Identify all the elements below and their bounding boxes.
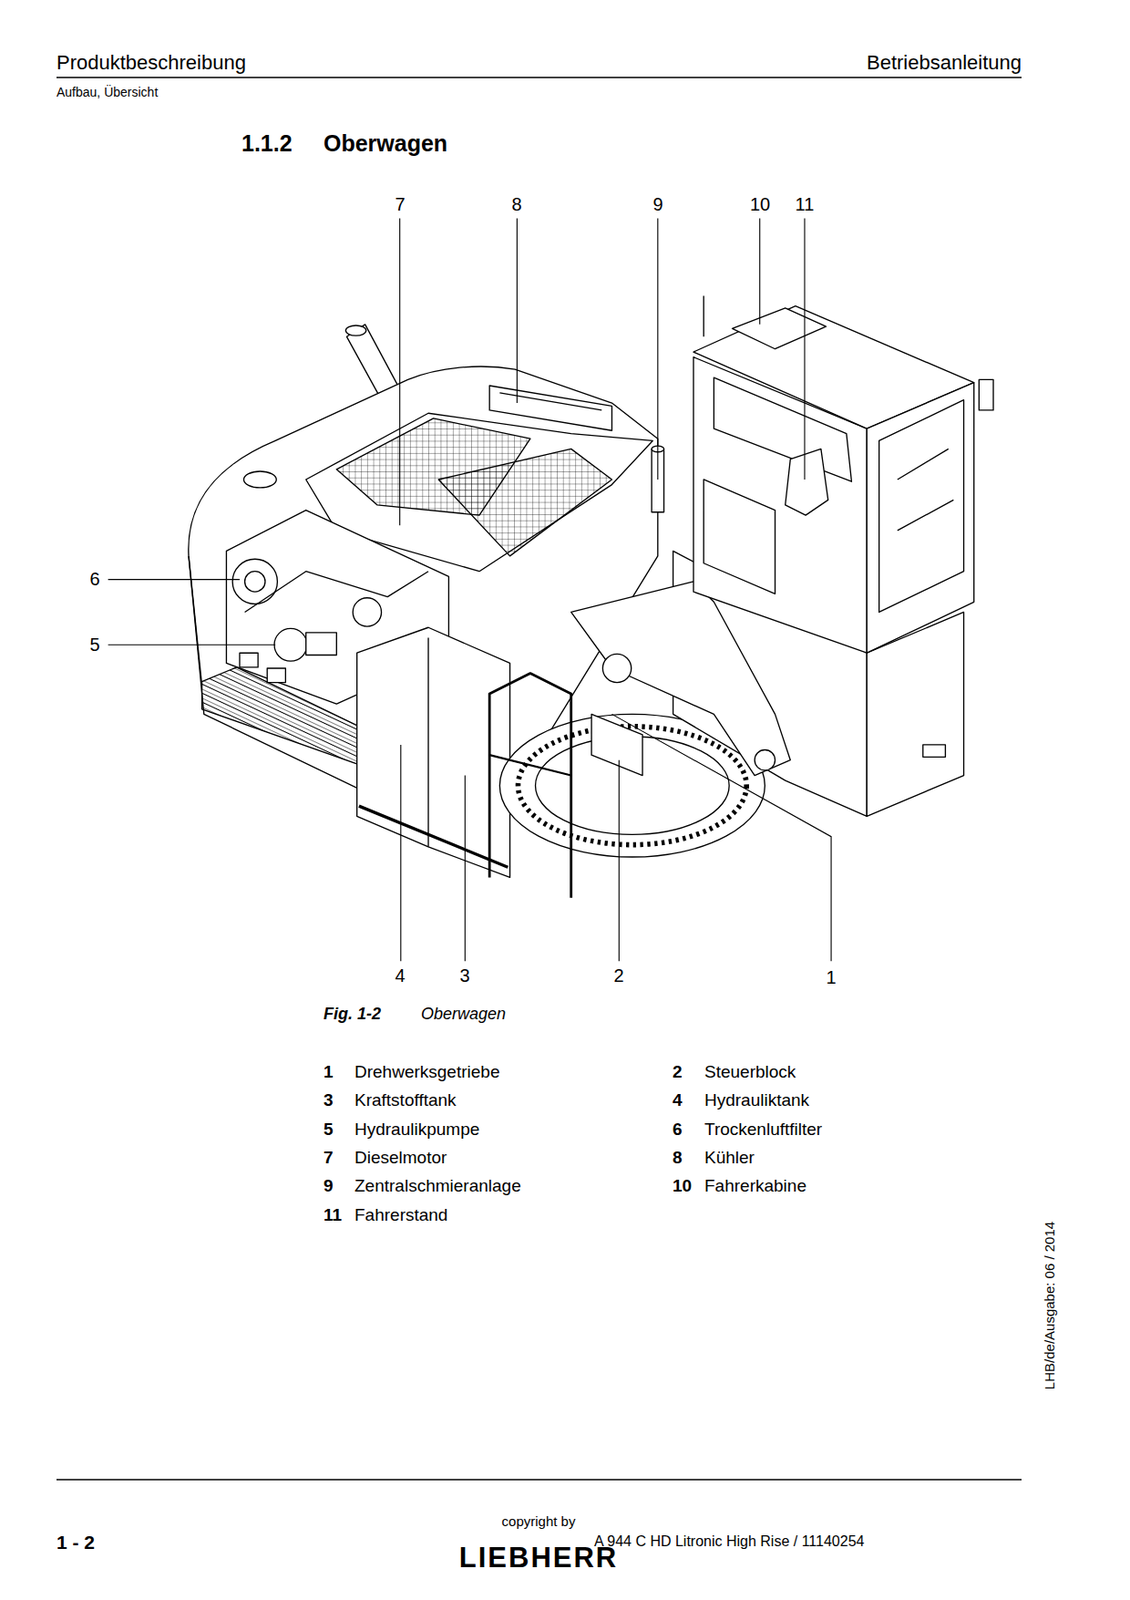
- part-name: Zentralschmieranlage: [354, 1175, 522, 1197]
- header-text: Produktbeschreibung: [56, 51, 247, 75]
- callout-number: 9: [652, 193, 663, 216]
- part-number: 6: [672, 1119, 683, 1141]
- callout-number: 4: [394, 964, 405, 987]
- leader-lines: [108, 217, 832, 961]
- section-title: Oberwagen: [323, 129, 448, 157]
- copyright-note: copyright by: [502, 1512, 576, 1530]
- footer-rule: [56, 1478, 1022, 1480]
- part-name: Kraftstofftank: [354, 1089, 457, 1111]
- part-name: Hydraulikpumpe: [354, 1119, 480, 1141]
- callout-number: 11: [795, 193, 815, 216]
- callout-number: 8: [511, 193, 522, 216]
- document-id: A 944 C HD Litronic High Rise / 11140254: [594, 1531, 864, 1550]
- part-number: 9: [323, 1175, 334, 1197]
- callout-number: 10: [749, 193, 771, 216]
- part-name: Fahrerkabine: [704, 1175, 807, 1197]
- part-number: 3: [323, 1089, 334, 1111]
- subheader-text: Aufbau, Übersicht: [56, 84, 158, 101]
- part-name: Drehwerksgetriebe: [354, 1061, 500, 1083]
- part-number: 10: [672, 1175, 692, 1197]
- callout-number: 2: [613, 964, 624, 987]
- figure-caption: Oberwagen: [421, 1004, 506, 1025]
- section-number: 1.1.2: [241, 129, 293, 157]
- part-number: 7: [323, 1147, 334, 1169]
- part-name: Hydrauliktank: [704, 1089, 810, 1111]
- figure-number: Fig. 1-2: [323, 1004, 381, 1025]
- callout-number: 7: [394, 193, 405, 216]
- part-name: Kühler: [704, 1147, 755, 1169]
- part-name: Fahrerstand: [354, 1204, 448, 1226]
- header-text: Betriebsanleitung: [866, 51, 1022, 75]
- part-number: 11: [323, 1204, 342, 1226]
- upperstructure-illustration: [188, 296, 994, 898]
- callout-number: 3: [459, 964, 470, 987]
- page-number: 1 - 2: [56, 1530, 95, 1553]
- callout-number: 1: [825, 965, 836, 988]
- part-number: 8: [672, 1147, 683, 1169]
- part-number: 4: [672, 1089, 683, 1111]
- edition-note: LHB/de/Ausgabe: 06 / 2014: [1041, 1221, 1059, 1389]
- part-number: 2: [672, 1061, 683, 1083]
- part-number: 1: [323, 1061, 334, 1083]
- part-number: 5: [323, 1119, 334, 1141]
- part-name: Steuerblock: [704, 1061, 796, 1083]
- header-rule: [56, 76, 1022, 79]
- callout-number: 5: [89, 633, 100, 656]
- part-name: Trockenluftfilter: [704, 1119, 822, 1141]
- callout-number: 6: [89, 567, 100, 590]
- part-name: Dieselmotor: [354, 1147, 447, 1169]
